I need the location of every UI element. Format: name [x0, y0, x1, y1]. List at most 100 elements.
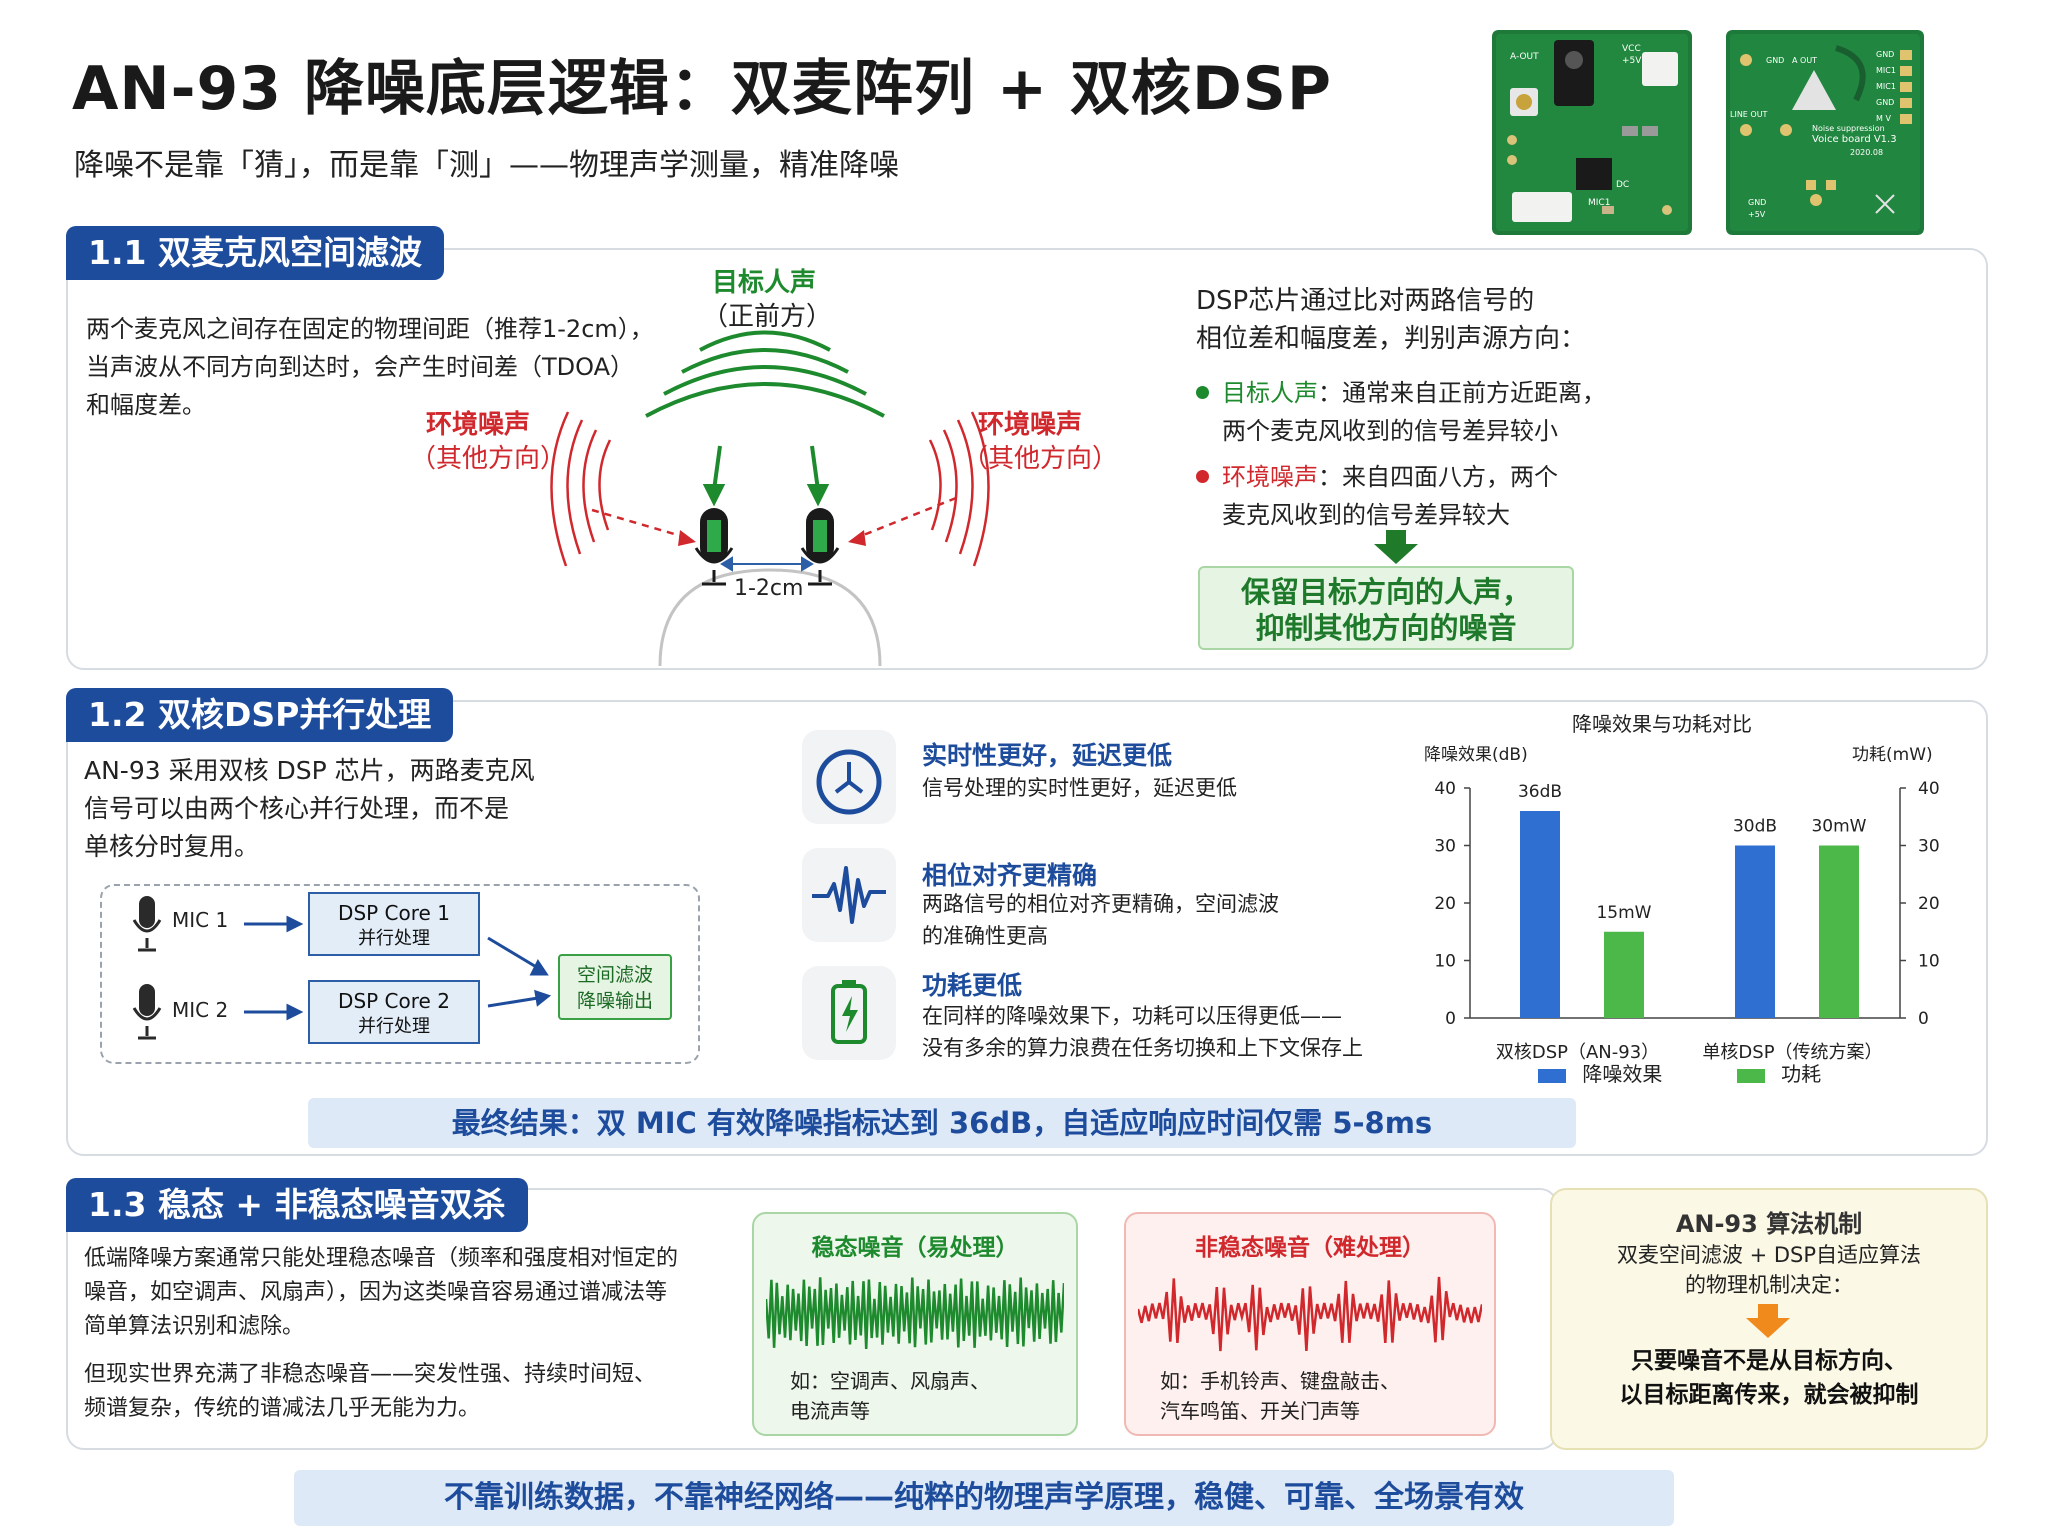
pcb-back-label-5v: +5V	[1748, 210, 1766, 219]
dual-mic-diagram	[550, 330, 990, 666]
dsp-explanation: DSP芯片通过比对两路信号的 相位差和幅度差，判别声源方向：	[1196, 282, 1586, 358]
waveform-icon	[812, 866, 886, 924]
section3-para1: 低端降噪方案通常只能处理稳态噪音（频率和强度相对恒定的 噪音，如空调声、风扇声）…	[84, 1242, 678, 1344]
distance-arrow	[720, 556, 814, 572]
bar-power	[1819, 845, 1859, 1018]
feature-phase-desc-line2: 的准确性更高	[922, 924, 1048, 948]
section-tab-1-1: 1.1 双麦克风空间滤波	[66, 226, 444, 280]
clock-icon	[816, 749, 882, 815]
steady-noise-desc-line2: 电流声等	[790, 1399, 870, 1423]
section3-para2: 但现实世界充满了非稳态噪音——突发性强、持续时间短、 频谱复杂，传统的谱减法几乎…	[84, 1358, 656, 1426]
bullet-noise: 环境噪声：来自四面八方，两个 麦克风收到的信号差异较大	[1222, 458, 1558, 534]
pcb-board-image-back: GND A OUT LINE OUT GND MIC1 MIC1 GND M V…	[1726, 30, 1924, 235]
section-spatial-filter	[66, 248, 1988, 670]
feature-realtime	[802, 730, 896, 824]
section1-intro: 两个麦克风之间存在固定的物理间距（推荐1-2cm）， 当声波从不同方向到达时，会…	[86, 310, 654, 424]
y2-tick-label: 0	[1918, 1009, 1929, 1029]
bar-data-label: 36dB	[1518, 782, 1562, 802]
mic1-label: MIC 1	[172, 908, 229, 932]
section3-para1-line2: 噪音，如空调声、风扇声），因为这类噪音容易通过谱减法等	[84, 1280, 668, 1305]
mechanism-text-line1: 双麦空间滤波 + DSP自适应算法	[1616, 1243, 1922, 1267]
dsp-core-1: DSP Core 1 并行处理	[308, 892, 480, 956]
bar-data-label: 30mW	[1811, 817, 1866, 837]
nonsteady-noise-desc: 如：手机铃声、键盘敲击、 汽车鸣笛、开关门声等	[1160, 1366, 1400, 1426]
bullet-noise-text: ：来自四面八方，两个	[1318, 463, 1558, 491]
feature-power	[802, 966, 896, 1060]
orange-down-arrow-icon	[1746, 1304, 1790, 1338]
spatial-output-line2: 降噪输出	[576, 990, 653, 1012]
section3-para1-line1: 低端降噪方案通常只能处理稳态噪音（频率和强度相对恒定的	[84, 1246, 679, 1271]
mic-left-icon	[694, 508, 734, 586]
pcb-back-label-gnd2: GND	[1876, 50, 1895, 59]
section-tab-1-3: 1.3 稳态 + 非稳态噪音双杀	[66, 1178, 528, 1232]
footer-banner: 不靠训练数据，不靠神经网络——纯粹的物理声学原理，稳健、可靠、全场景有效	[294, 1470, 1674, 1526]
steady-noise-title: 稳态噪音（易处理）	[811, 1235, 1019, 1261]
pcb-back-label-gnd3: GND	[1876, 98, 1895, 107]
mic2-label: MIC 2	[172, 998, 229, 1022]
bullet-noise-text2: 麦克风收到的信号差异较大	[1222, 501, 1510, 529]
feature-realtime-desc: 信号处理的实时性更好，延迟更低	[922, 776, 1237, 800]
dsp-core-2-sub: 并行处理	[358, 1016, 430, 1037]
dsp-core-1-title: DSP Core 1	[338, 901, 450, 925]
bar-data-label: 30dB	[1733, 817, 1777, 837]
section3-para2-line2: 频谱复杂，传统的谱减法几乎无能为力。	[84, 1396, 481, 1421]
y2-tick-label: 10	[1918, 952, 1940, 972]
x-category-label: 单核DSP（传统方案）	[1702, 1042, 1882, 1063]
steady-waveform	[766, 1277, 1064, 1349]
chart-y2-axis-label: 功耗(mW)	[1852, 745, 1933, 765]
section1-intro-line3: 和幅度差。	[86, 391, 206, 419]
pcb-back-label-aout: A OUT	[1792, 56, 1818, 65]
pcb-label-dc: DC	[1616, 180, 1630, 190]
y2-tick-label: 30	[1918, 837, 1940, 857]
section1-intro-line2: 当声波从不同方向到达时，会产生时间差（TDOA）	[86, 353, 635, 381]
pcb-label-5v: +5V	[1622, 56, 1642, 66]
spatial-result-box: 保留目标方向的人声， 抑制其他方向的噪音	[1198, 566, 1574, 650]
pcb-back-label-mic1b: MIC1	[1876, 82, 1896, 91]
noise-label-right: 环境噪声	[978, 410, 1083, 440]
section2-intro-line1: AN-93 采用双核 DSP 芯片，两路麦克风	[84, 756, 535, 785]
mechanism-title: AN-93 算法机制	[1675, 1210, 1863, 1238]
steady-noise-card: 稳态噪音（易处理） 如：空调声、风扇声、 电流声等	[752, 1212, 1078, 1436]
y-tick-label: 30	[1434, 837, 1456, 857]
pcb-board-image-front: A-OUT VCC +5V DC MIC1	[1492, 30, 1692, 235]
legend-label-power: 功耗	[1781, 1062, 1822, 1086]
pcb-back-label-gnd4: GND	[1748, 198, 1767, 207]
dsp-pipeline-diagram	[100, 884, 700, 1064]
spatial-result-line2: 抑制其他方向的噪音	[1255, 611, 1517, 645]
mic2-icon	[132, 984, 162, 1040]
pcb-label-mic1: MIC1	[1588, 198, 1611, 208]
mechanism-result-line2: 以目标距离传来，就会被抑制	[1619, 1382, 1919, 1408]
nonsteady-noise-desc-line2: 汽车鸣笛、开关门声等	[1160, 1399, 1360, 1423]
feature-phase-title: 相位对齐更精确	[922, 861, 1098, 890]
noise-label-left: 环境噪声	[426, 410, 531, 440]
chart-legend: 降噪效果 功耗	[1538, 1058, 1821, 1087]
final-result-banner: 最终结果：双 MIC 有效降噪指标达到 36dB，自适应响应时间仅需 5-8ms	[308, 1098, 1576, 1148]
page-subtitle: 降噪不是靠「猜」，而是靠「测」——物理声学测量，精准降噪	[74, 148, 899, 183]
feature-power-desc-line2: 没有多余的算力浪费在任务切换和上下文保存上	[922, 1036, 1363, 1060]
bullet-target-text2: 两个麦克风收到的信号差异较小	[1222, 417, 1558, 445]
spatial-output-line1: 空间滤波	[576, 964, 653, 986]
y-tick-label: 0	[1445, 1009, 1456, 1029]
pcb-back-label-noise: Noise suppression	[1812, 124, 1885, 133]
feature-realtime-title: 实时性更好，延迟更低	[922, 741, 1173, 770]
dsp-core-2: DSP Core 2 并行处理	[308, 980, 480, 1044]
bullet-noise-dot	[1196, 470, 1209, 483]
feature-power-desc-line1: 在同样的降噪效果下，功耗可以压得更低——	[922, 1004, 1342, 1028]
bar-noise	[1520, 811, 1560, 1018]
bullet-target-dot	[1196, 386, 1209, 399]
noise-arrows	[591, 496, 957, 540]
mechanism-result-line1: 只要噪音不是从目标方向、	[1631, 1348, 1907, 1374]
pipeline-arrows	[244, 915, 552, 1021]
nonsteady-noise-desc-line1: 如：手机铃声、键盘敲击、	[1160, 1369, 1400, 1393]
mic-distance-label: 1-2cm	[734, 576, 804, 601]
pcb-back-label-date: 2020.08	[1850, 148, 1884, 157]
legend-label-noise: 降噪效果	[1582, 1062, 1663, 1086]
spatial-result-line1: 保留目标方向的人声，	[1240, 575, 1531, 609]
mechanism-text-line2: 的物理机制决定：	[1685, 1273, 1853, 1297]
chart-y-axis-label: 降噪效果(dB)	[1424, 745, 1528, 765]
section2-intro-line3: 单核分时复用。	[84, 832, 260, 861]
x-category-label: 双核DSP（AN-93）	[1496, 1042, 1659, 1063]
chart-title: 降噪效果与功耗对比	[1572, 712, 1752, 736]
noise-sublabel-left: （其他方向）	[410, 444, 567, 474]
pcb-back-label-lineout: LINE OUT	[1730, 110, 1768, 119]
